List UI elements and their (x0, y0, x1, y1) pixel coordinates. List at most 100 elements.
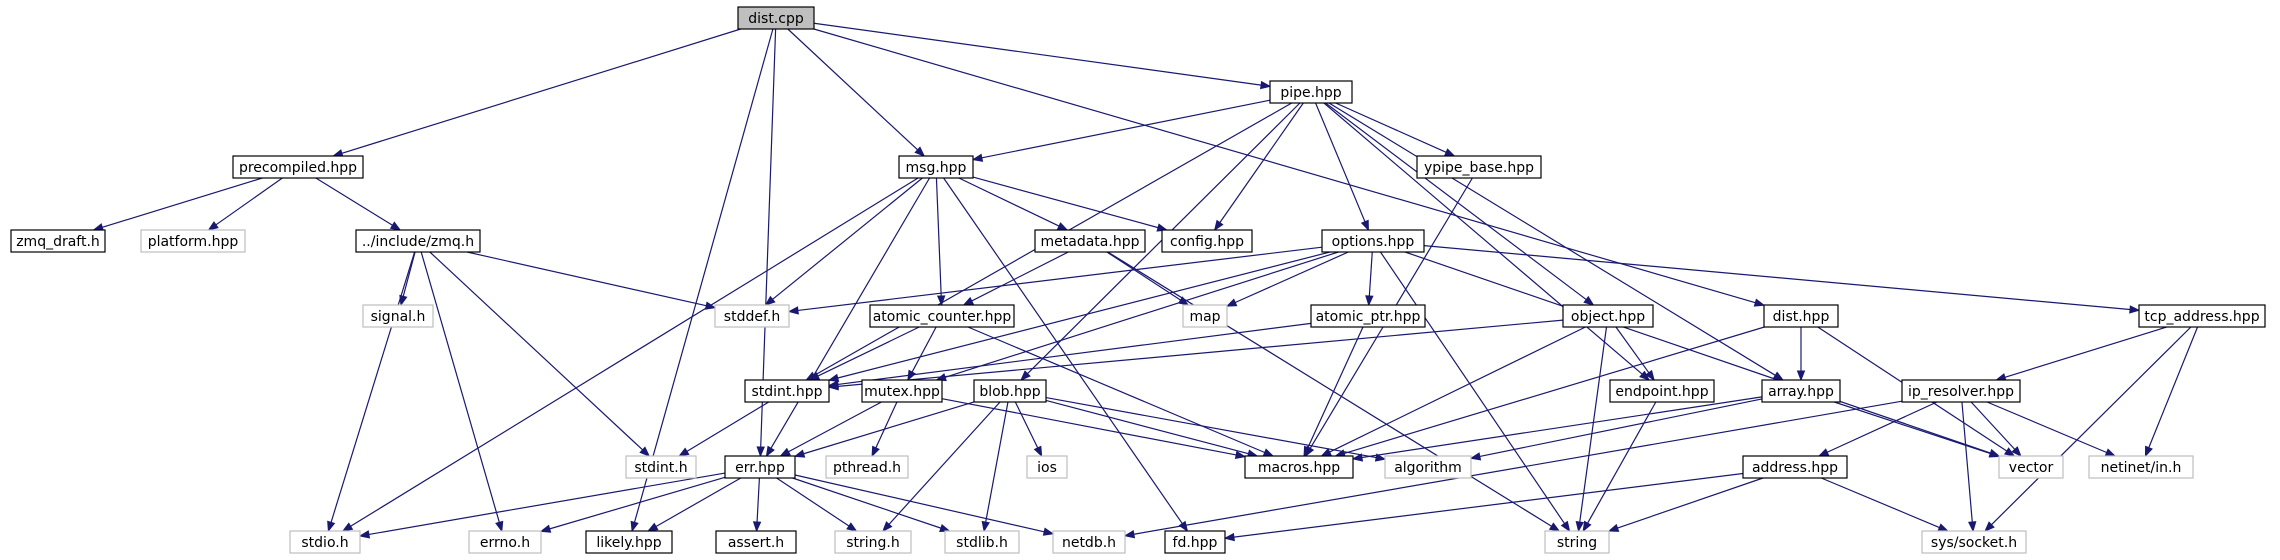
edge-object_hpp-to-string (1575, 326, 1608, 533)
node-assert-h[interactable]: assert.h (715, 530, 797, 554)
node-endpoint-hpp[interactable]: endpoint.hpp (1609, 379, 1715, 403)
node-label: stdio.h (301, 535, 348, 551)
edge-array_hpp-to-vector (1834, 401, 2001, 458)
node-box (585, 530, 673, 554)
edge-tcp_address_hpp-to-ip_resolver_hpp (1995, 326, 2167, 382)
node-box (944, 530, 1020, 554)
edge-options_hpp-to-vector (1404, 251, 2001, 457)
edge-mutex_hpp-to-macros_hpp (941, 398, 1247, 460)
arrowhead-icon (1365, 295, 1374, 307)
arrowhead-icon (1260, 80, 1272, 90)
arrowhead-icon (678, 447, 690, 457)
node-options-hpp[interactable]: options.hpp (1321, 229, 1425, 253)
node-label: tcp_address.hpp (2144, 309, 2259, 325)
node-dist-cpp[interactable]: dist.cpp (737, 6, 815, 30)
arrowhead-icon (846, 522, 858, 532)
node-netdb-h: netdb.h (1052, 530, 1126, 554)
edge-options_hpp-to-map (1225, 251, 1349, 307)
node-metadata-hpp[interactable]: metadata.hpp (1034, 229, 1146, 253)
edge-options_hpp-to-tcp_address_hpp (1423, 245, 2141, 314)
node-label: pipe.hpp (1280, 85, 1341, 101)
arrowhead-icon (1225, 298, 1238, 307)
node-precompiled-hpp[interactable]: precompiled.hpp (232, 155, 364, 179)
node-netinet-in-h: netinet/in.h (2088, 455, 2194, 479)
arrowhead-icon (882, 521, 893, 533)
node-address-hpp[interactable]: address.hpp (1742, 455, 1848, 479)
node-vector: vector (1998, 455, 2064, 479)
arrowhead-icon (936, 295, 946, 307)
node-atomic-ptr-hpp[interactable]: atomic_ptr.hpp (1310, 304, 1426, 328)
edge-tcp_address_hpp-to-netinet_in_h (2144, 326, 2199, 458)
node-box (1384, 455, 1472, 479)
node-object-hpp[interactable]: object.hpp (1562, 304, 1654, 328)
node-zmq-draft-h[interactable]: zmq_draft.h (10, 229, 106, 253)
edge-metadata_hpp-to-atomic_counter_hpp (962, 251, 1069, 306)
edge-dist_hpp-to-array_hpp (1796, 327, 1806, 382)
arrowhead-icon (981, 520, 990, 533)
node-box (861, 379, 943, 403)
node-config-hpp[interactable]: config.hpp (1161, 229, 1253, 253)
node-tcp-address-hpp[interactable]: tcp_address.hpp (2138, 304, 2266, 328)
node-label: netdb.h (1062, 535, 1116, 551)
node-stddef-h: stddef.h (714, 304, 790, 328)
node-box (1026, 455, 1068, 479)
edge-endpoint_hpp-to-string (1582, 401, 1657, 533)
arrowhead-icon (1560, 520, 1571, 533)
node-err-hpp[interactable]: err.hpp (724, 455, 796, 479)
node-stdint-h: stdint.h (625, 455, 697, 479)
arrowhead-icon (207, 221, 219, 231)
edge-pipe_hpp-to-config_hpp (1213, 102, 1304, 232)
node-box (1901, 379, 2021, 403)
edge-zmq_h-to-stdint_h (429, 251, 651, 457)
node-box (1416, 155, 1542, 179)
arrowhead-icon (1984, 521, 1995, 532)
edge-pipe_hpp-to-array_hpp (1328, 102, 1785, 381)
arrowhead-icon (1583, 295, 1595, 306)
node-fd-hpp[interactable]: fd.hpp (1164, 530, 1226, 554)
node-label: options.hpp (1332, 234, 1415, 250)
node-box (1164, 530, 1226, 554)
node-label: atomic_ptr.hpp (1316, 309, 1421, 325)
node-likely-hpp[interactable]: likely.hpp (585, 530, 673, 554)
node-string: string (1544, 530, 1610, 554)
node-label: ios (1037, 460, 1057, 476)
arrowhead-icon (1351, 453, 1364, 462)
node-box (737, 6, 815, 30)
node-macros-hpp[interactable]: macros.hpp (1244, 455, 1354, 479)
edge-blob_hpp-to-stdlib_h (981, 401, 1009, 533)
node-pipe-hpp[interactable]: pipe.hpp (1269, 80, 1353, 104)
arrowhead-icon (962, 296, 975, 306)
node-box (362, 304, 434, 328)
node-pthread-h: pthread.h (825, 455, 909, 479)
arrowhead-icon (787, 306, 799, 315)
node-msg-hpp[interactable]: msg.hpp (898, 155, 974, 179)
node-stdint-hpp[interactable]: stdint.hpp (744, 379, 830, 403)
edge-mutex_hpp-to-pthread_h (871, 401, 898, 458)
node-mutex-hpp[interactable]: mutex.hpp (861, 379, 943, 403)
edge-object_hpp-to-endpoint_hpp (1615, 326, 1655, 382)
node-dist-hpp[interactable]: dist.hpp (1763, 304, 1839, 328)
node-label: ../include/zmq.h (362, 234, 474, 250)
arrowhead-icon (914, 146, 926, 157)
arrowhead-icon (630, 520, 639, 533)
node-ip-resolver-hpp[interactable]: ip_resolver.hpp (1901, 379, 2021, 403)
edge-ip_resolver_hpp-to-netinet_in_h (1986, 401, 2117, 457)
node-label: config.hpp (1170, 234, 1244, 250)
node-zmq-h[interactable]: ../include/zmq.h (355, 229, 481, 253)
node-ypipe-base-hpp[interactable]: ypipe_base.hpp (1416, 155, 1542, 179)
edge-msg_hpp-to-metadata_hpp (958, 177, 1069, 231)
arrowhead-icon (2144, 445, 2153, 458)
node-array-hpp[interactable]: array.hpp (1761, 379, 1841, 403)
node-label: signal.h (371, 309, 426, 325)
node-atomic-counter-hpp[interactable]: atomic_counter.hpp (869, 304, 1015, 328)
edge-err_hpp-to-assert_h (752, 477, 762, 533)
edge-msg_hpp-to-stdio_h (341, 177, 919, 532)
node-box (1321, 229, 1425, 253)
arrowhead-icon (827, 382, 839, 391)
node-blob-hpp[interactable]: blob.hpp (973, 379, 1047, 403)
edge-dist_cpp-to-pipe_hpp (813, 22, 1272, 90)
edge-zmq_h-to-stddef_h (466, 251, 717, 310)
node-box (869, 304, 1015, 328)
edge-precompiled_hpp-to-zmq_h (315, 177, 402, 231)
